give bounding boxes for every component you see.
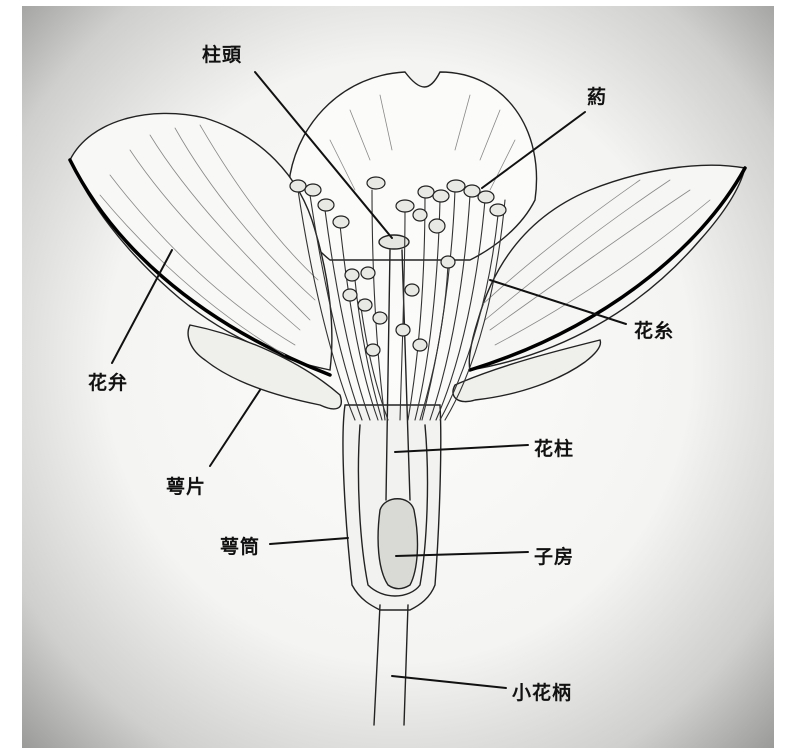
label-filament: 花糸 [634,316,674,343]
leader-petal [112,250,172,363]
back-petal [290,72,537,260]
label-stigma: 柱頭 [202,40,242,67]
label-petal: 花弁 [88,368,128,395]
leader-sepal [210,390,260,466]
leader-pedicel [392,676,506,688]
label-anther: 葯 [587,82,607,109]
pedicel-stalk [374,605,408,725]
ovary-shape [378,499,417,589]
label-style: 花柱 [534,434,574,461]
label-calyx-tube: 萼筒 [220,532,260,559]
label-ovary: 子房 [534,542,574,569]
label-sepal: 萼片 [166,472,206,499]
leader-calyx-tube [270,538,348,544]
label-pedicel: 小花柄 [512,678,572,705]
